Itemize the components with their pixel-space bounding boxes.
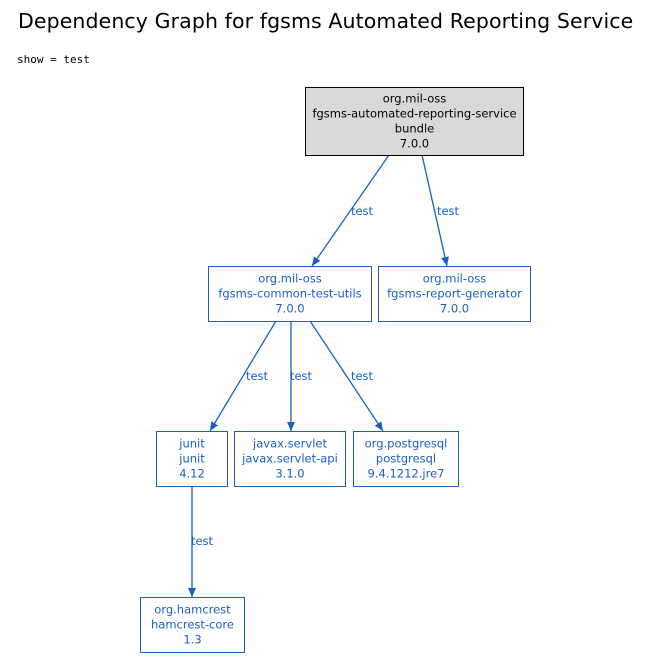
edge-common_test_utils-to-junit: test xyxy=(209,320,277,432)
node-version: 9.4.1212.jre7 xyxy=(368,467,445,481)
edge-label: test xyxy=(351,204,374,218)
edge-junit-to-hamcrest: test xyxy=(188,486,214,597)
node-artifact-id: postgresql xyxy=(376,452,436,466)
node-box xyxy=(378,266,531,322)
edges-layer: test test test test test test xyxy=(188,154,460,597)
node-artifact-id: fgsms-automated-reporting-service xyxy=(312,107,516,121)
edge-label: test xyxy=(290,369,313,383)
node-version: 7.0.0 xyxy=(275,302,304,316)
node-box xyxy=(305,87,524,156)
edge-common_test_utils-to-servlet: test xyxy=(287,321,313,431)
edge-label: test xyxy=(437,204,460,218)
node-version: 3.1.0 xyxy=(275,467,304,481)
edge-line xyxy=(421,154,449,267)
scope-filter-text: show = test xyxy=(17,53,90,66)
nodes-layer: org.mil-ossfgsms-automated-reporting-ser… xyxy=(140,87,531,653)
node-artifact-id: hamcrest-core xyxy=(151,618,234,632)
edge-line xyxy=(209,320,277,432)
node-artifact-id: junit xyxy=(178,452,205,466)
edge-label: test xyxy=(191,534,214,548)
node-group-id: javax.servlet xyxy=(252,437,327,451)
node-version: 1.3 xyxy=(183,633,201,647)
edge-line xyxy=(309,320,384,432)
node-box xyxy=(353,431,459,487)
edge-label: test xyxy=(351,369,374,383)
node-group-id: org.hamcrest xyxy=(154,603,231,617)
node-group-id: org.postgresql xyxy=(365,437,448,451)
node-version: 7.0.0 xyxy=(400,137,429,151)
edge-root-to-report_generator: test xyxy=(421,154,460,267)
node-artifact-id: fgsms-report-generator xyxy=(387,287,522,301)
node-box xyxy=(234,431,346,487)
node-box xyxy=(208,266,372,322)
node-box xyxy=(140,597,245,653)
edge-common_test_utils-to-postgresql: test xyxy=(309,320,384,432)
node-group-id: org.mil-oss xyxy=(258,272,322,286)
node-version: 7.0.0 xyxy=(440,302,469,316)
node-artifact-id: fgsms-common-test-utils xyxy=(218,287,361,301)
edge-line xyxy=(311,154,390,267)
edge-label: test xyxy=(246,369,269,383)
node-packaging: bundle xyxy=(395,122,434,136)
node-root: org.mil-ossfgsms-automated-reporting-ser… xyxy=(305,87,524,156)
node-version: 4.12 xyxy=(179,467,205,481)
node-group-id: junit xyxy=(178,437,205,451)
node-artifact-id: javax.servlet-api xyxy=(241,452,338,466)
node-group-id: org.mil-oss xyxy=(383,92,447,106)
node-box xyxy=(156,431,228,487)
page-title: Dependency Graph for fgsms Automated Rep… xyxy=(18,9,634,33)
edge-root-to-common_test_utils: test xyxy=(311,154,390,267)
node-group-id: org.mil-oss xyxy=(423,272,487,286)
